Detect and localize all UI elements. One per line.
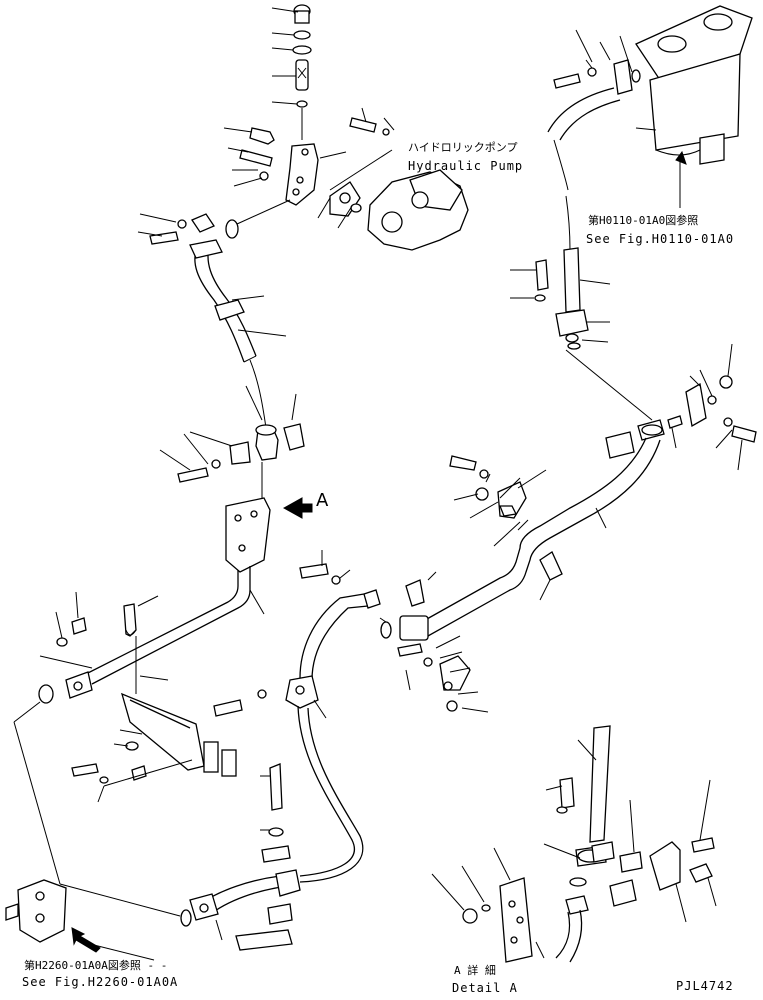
valve-block: A	[159, 385, 329, 573]
view-arrow-icon	[282, 497, 313, 519]
ref-top-jp-label: 第H0110-01A0図参照	[588, 213, 698, 227]
left-bracket	[39, 591, 237, 803]
hydraulic-pump-jp-label: ハイドロリックポンプ	[408, 141, 517, 154]
drawing-code: PJL4742	[676, 979, 734, 993]
ref-top-en-label: See Fig.H0110-01A0	[586, 232, 734, 246]
view-arrow-label: A	[316, 490, 329, 511]
oil-tank: 第H0110-01A0図参照 See Fig.H0110-01A0	[547, 5, 753, 246]
bottom-left-block: 第H2260-01A0A図参照 - - See Fig.H2260-01A0A	[5, 879, 178, 989]
detail-en-label: Detail A	[452, 981, 518, 995]
hydraulic-pump-en-label: Hydraulic Pump	[408, 159, 523, 173]
valve-stack	[223, 4, 347, 239]
left-hose-assembly	[137, 213, 287, 429]
detail-jp-label: A 詳 細	[454, 963, 496, 977]
right-long-pipe	[399, 343, 757, 641]
ref-bottom-jp-label: 第H2260-01A0A図参照 - -	[24, 958, 167, 972]
right-clamp-cluster	[397, 455, 563, 713]
left-pipe	[13, 566, 265, 885]
reference-arrow-icon	[71, 927, 101, 953]
center-hose	[213, 550, 392, 883]
detail-a: A 詳 細 Detail A PJL4742	[431, 725, 734, 995]
bottom-fitting	[59, 763, 301, 951]
right-pipe-column	[510, 139, 653, 421]
ref-bottom-en-label: See Fig.H2260-01A0A	[22, 975, 178, 989]
hydraulic-pump: ハイドロリックポンプ Hydraulic Pump	[317, 107, 523, 251]
